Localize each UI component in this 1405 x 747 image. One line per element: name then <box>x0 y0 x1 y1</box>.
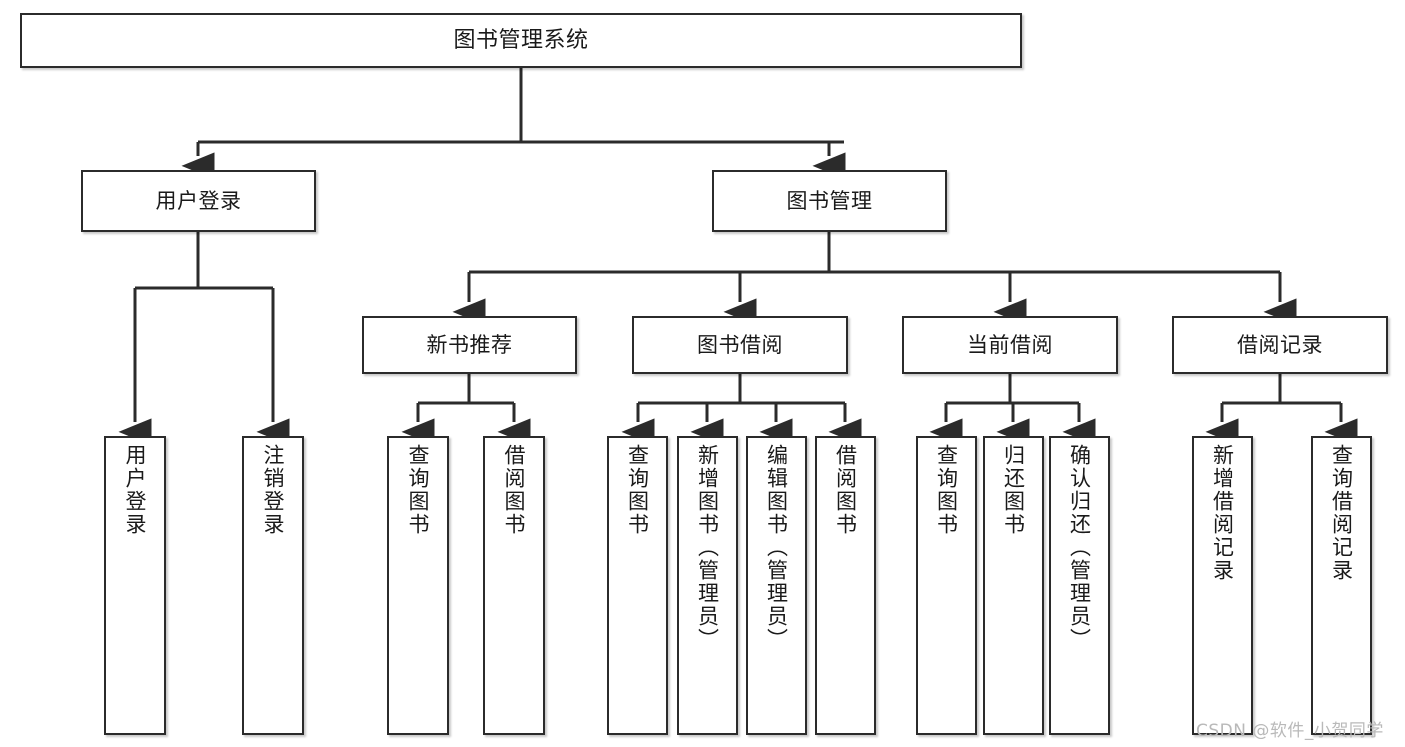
node-leaf-bb-query-book[interactable]: 查询图书 <box>607 436 668 735</box>
node-leaf-cb-confirm-return-label: 确认归还（管理员） <box>1067 444 1092 651</box>
node-leaf-bb-add-book-label: 新增图书（管理员） <box>695 444 720 651</box>
node-root[interactable]: 图书管理系统 <box>20 13 1022 68</box>
node-leaf-rec-borrow-book[interactable]: 借阅图书 <box>483 436 545 735</box>
node-current-borrow-label: 当前借阅 <box>967 332 1053 357</box>
node-new-book-recommend-label: 新书推荐 <box>426 332 513 357</box>
node-book-borrow[interactable]: 图书借阅 <box>632 316 848 374</box>
node-current-borrow[interactable]: 当前借阅 <box>902 316 1118 374</box>
node-leaf-bb-add-book[interactable]: 新增图书（管理员） <box>677 436 738 735</box>
node-user-login-label: 用户登录 <box>155 188 242 213</box>
node-leaf-rec-borrow-book-label: 借阅图书 <box>502 444 527 536</box>
node-leaf-br-query-record-label: 查询借阅记录 <box>1329 444 1354 582</box>
node-book-management[interactable]: 图书管理 <box>712 170 947 232</box>
node-leaf-br-add-record[interactable]: 新增借阅记录 <box>1192 436 1253 735</box>
node-leaf-user-logout[interactable]: 注销登录 <box>242 436 304 735</box>
node-leaf-user-logout-label: 注销登录 <box>261 444 286 536</box>
node-leaf-user-login[interactable]: 用户登录 <box>104 436 166 735</box>
node-book-borrow-label: 图书借阅 <box>697 332 783 357</box>
node-user-login[interactable]: 用户登录 <box>81 170 316 232</box>
csdn-watermark: CSDN @软件_小贺同学 <box>1196 721 1384 741</box>
node-new-book-recommend[interactable]: 新书推荐 <box>362 316 577 374</box>
node-leaf-bb-query-book-label: 查询图书 <box>625 444 650 536</box>
node-leaf-rec-query-book[interactable]: 查询图书 <box>387 436 449 735</box>
node-leaf-br-add-record-label: 新增借阅记录 <box>1210 444 1235 582</box>
node-root-label: 图书管理系统 <box>453 27 589 53</box>
node-leaf-user-login-label: 用户登录 <box>123 444 148 536</box>
node-leaf-bb-borrow-book-label: 借阅图书 <box>833 444 858 536</box>
node-book-management-label: 图书管理 <box>786 188 873 213</box>
node-leaf-bb-edit-book[interactable]: 编辑图书（管理员） <box>746 436 807 735</box>
node-leaf-cb-query-book-label: 查询图书 <box>934 444 959 536</box>
node-borrow-record[interactable]: 借阅记录 <box>1172 316 1388 374</box>
node-leaf-cb-return-book-label: 归还图书 <box>1001 444 1026 536</box>
node-leaf-cb-return-book[interactable]: 归还图书 <box>983 436 1044 735</box>
node-borrow-record-label: 借阅记录 <box>1237 332 1323 357</box>
node-leaf-bb-edit-book-label: 编辑图书（管理员） <box>764 444 789 651</box>
node-leaf-cb-query-book[interactable]: 查询图书 <box>916 436 977 735</box>
node-leaf-cb-confirm-return[interactable]: 确认归还（管理员） <box>1049 436 1110 735</box>
node-leaf-bb-borrow-book[interactable]: 借阅图书 <box>815 436 876 735</box>
node-leaf-br-query-record[interactable]: 查询借阅记录 <box>1311 436 1372 735</box>
node-leaf-rec-query-book-label: 查询图书 <box>406 444 431 536</box>
